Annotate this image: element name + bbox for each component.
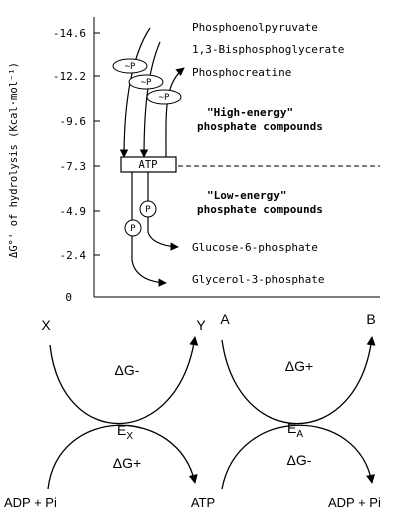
species-adp-pi-left: ADP + Pi bbox=[4, 495, 57, 510]
high-energy-label-line1: "High-energy" bbox=[207, 106, 293, 119]
high-energy-phosphate-tag bbox=[128, 74, 164, 90]
compound-label-bpg: 1,3-Bisphosphoglycerate bbox=[192, 43, 344, 56]
high-energy-label-line2: phosphate compounds bbox=[197, 120, 323, 133]
coupling-panel: X Y A B ΔG- ΔG+ EX EA ΔG+ ΔG- ADP + Pi A… bbox=[4, 311, 381, 510]
atp-to-g3p-arrow bbox=[131, 172, 167, 287]
compound-label-g6p: Glucose-6-phosphate bbox=[192, 241, 318, 254]
energy-scale-panel: -14.6 -12.2 -9.6 -7.3 -4.9 -2.4 0 ΔG°' o… bbox=[8, 17, 380, 304]
y-tick-label: -2.4 bbox=[60, 249, 87, 262]
pep-arrow bbox=[119, 27, 151, 158]
delta-g-right-bottom: ΔG- bbox=[287, 452, 312, 468]
y-tick-label: 0 bbox=[65, 291, 72, 304]
high-energy-phosphate-tag bbox=[112, 58, 148, 74]
enzyme-ea-label: EA bbox=[287, 420, 303, 440]
delta-g-left-bottom: ΔG+ bbox=[113, 455, 141, 471]
high-energy-phosphate-tag bbox=[146, 89, 182, 105]
species-a: A bbox=[220, 311, 230, 327]
delta-g-right-top: ΔG+ bbox=[285, 358, 313, 374]
y-axis-label: ΔG°' of hydrolysis (Kcal·mol⁻¹) bbox=[8, 62, 20, 258]
high-energy-phosphate-tag-label: ~P bbox=[125, 62, 136, 72]
bpg-arrow bbox=[139, 41, 161, 158]
low-energy-phosphate-tag bbox=[124, 219, 142, 237]
arc-atp-to-adp bbox=[221, 424, 376, 490]
low-energy-phosphate-tag-label: P bbox=[145, 205, 151, 215]
high-energy-phosphate-tag-label: ~P bbox=[141, 78, 152, 88]
arc-a-to-b bbox=[221, 336, 376, 425]
y-tick-label: -4.9 bbox=[60, 205, 87, 218]
arc-adp-to-atp bbox=[47, 424, 198, 490]
enzyme-ex-label: EX bbox=[117, 422, 133, 442]
y-tick-label: -12.2 bbox=[53, 70, 86, 83]
compound-label-phosphocreatine: Phosphocreatine bbox=[192, 66, 291, 79]
species-adp-pi-right: ADP + Pi bbox=[328, 495, 381, 510]
arc-x-to-y bbox=[49, 336, 199, 425]
y-tick-label: -9.6 bbox=[60, 115, 87, 128]
low-energy-phosphate-tag-label: P bbox=[130, 224, 136, 234]
delta-g-left-top: ΔG- bbox=[115, 362, 140, 378]
atp-box-label: ATP bbox=[139, 159, 158, 171]
compound-label-g3p: Glycerol-3-phosphate bbox=[192, 273, 324, 286]
species-x: X bbox=[41, 317, 51, 333]
species-y: Y bbox=[196, 317, 206, 333]
species-atp: ATP bbox=[191, 495, 215, 510]
atp-to-phosphocreatine-arrow bbox=[165, 67, 185, 158]
high-energy-phosphate-tag-label: ~P bbox=[159, 93, 170, 103]
low-energy-label-line1: "Low-energy" bbox=[207, 189, 286, 202]
low-energy-phosphate-tag bbox=[139, 200, 157, 218]
species-b: B bbox=[366, 311, 375, 327]
y-tick-label: -7.3 bbox=[60, 160, 87, 173]
y-tick-label: -14.6 bbox=[53, 27, 86, 40]
low-energy-label-line2: phosphate compounds bbox=[197, 203, 323, 216]
atp-to-g6p-arrow bbox=[147, 172, 179, 251]
compound-label-pep: Phosphoenolpyruvate bbox=[192, 21, 318, 34]
